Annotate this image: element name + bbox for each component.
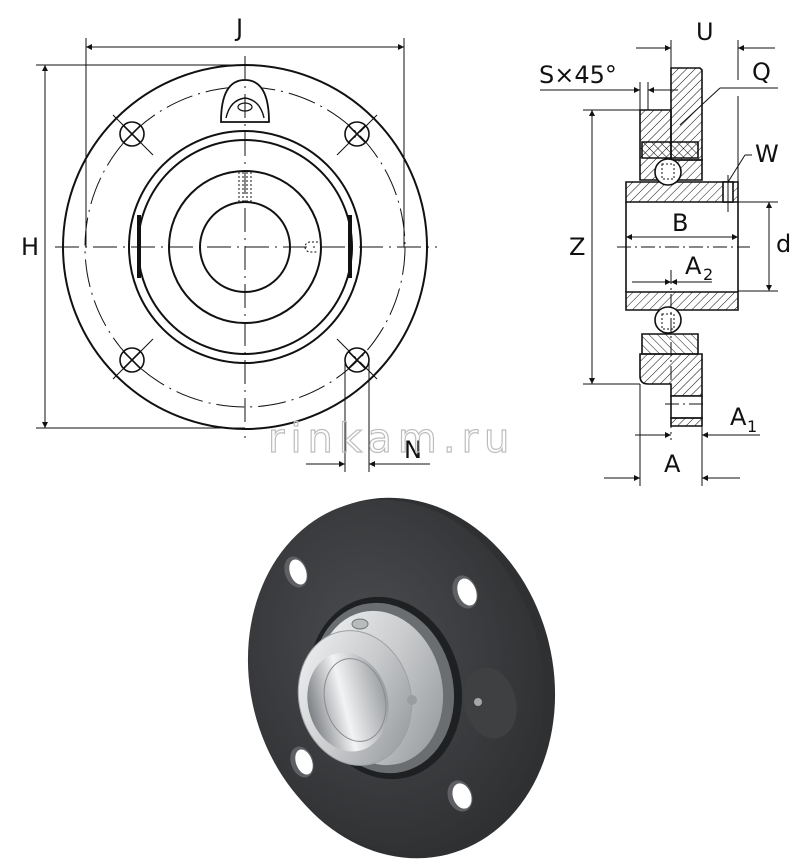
- dim-label-W: W: [755, 140, 779, 168]
- svg-text:1: 1: [747, 417, 757, 436]
- dim-label-d: d: [776, 230, 791, 258]
- front-view: [36, 38, 437, 472]
- dim-label-Q: Q: [752, 58, 771, 86]
- dim-label-Z: Z: [569, 233, 585, 261]
- dim-label-N: N: [404, 436, 422, 464]
- section-view: [540, 40, 778, 486]
- dim-label-B: B: [672, 209, 688, 237]
- svg-text:A: A: [730, 403, 747, 431]
- dim-label-J: J: [234, 14, 243, 42]
- dim-label-H: H: [21, 233, 39, 261]
- dim-label-S45: S×45°: [539, 61, 617, 89]
- svg-text:A: A: [685, 252, 702, 280]
- dim-label-U: U: [696, 18, 714, 46]
- dim-label-A2: A 2: [685, 252, 713, 284]
- dim-label-A: A: [664, 450, 681, 478]
- svg-text:2: 2: [703, 265, 713, 284]
- product-image: [247, 497, 556, 859]
- dim-label-A1: A 1: [730, 403, 757, 436]
- watermark: rinkam.ru: [268, 416, 515, 462]
